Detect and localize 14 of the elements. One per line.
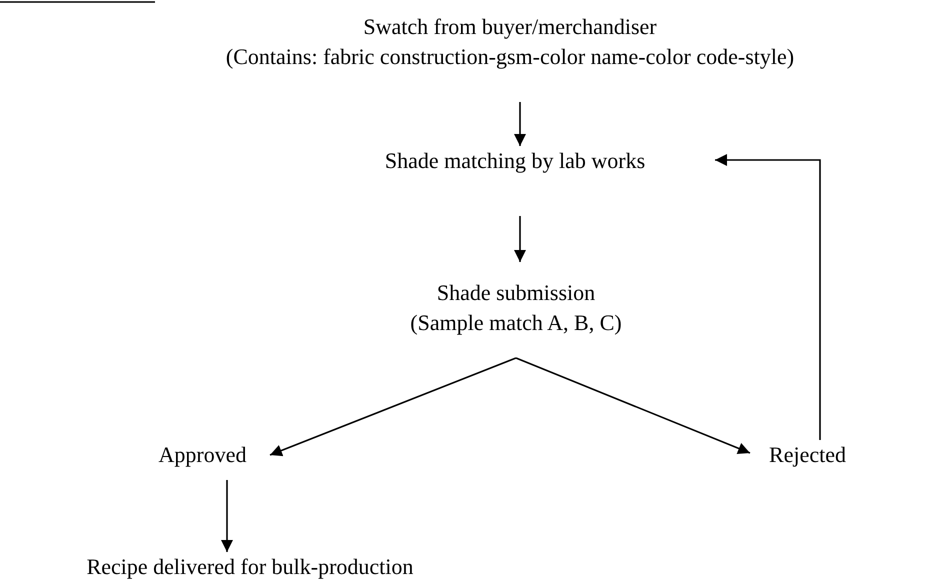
arrow [221, 480, 233, 552]
step-text: Recipe delivered for bulk-production [86, 553, 414, 581]
arrow [514, 216, 526, 262]
arrow [715, 154, 821, 440]
step-text: Rejected [769, 441, 846, 469]
step-detail: (Contains: fabric construction-gsm-color name-color code-style) [226, 43, 794, 71]
arrow [270, 357, 516, 456]
step-text: Shade matching by lab works [384, 147, 646, 175]
arrow [516, 357, 750, 454]
step-text: Swatch from buyer/merchandiser [363, 13, 657, 41]
step-text: Shade submission [436, 279, 596, 307]
arrow [514, 102, 526, 146]
step-detail: (Sample match A, B, C) [410, 309, 622, 337]
step-text: Approved [158, 441, 246, 469]
